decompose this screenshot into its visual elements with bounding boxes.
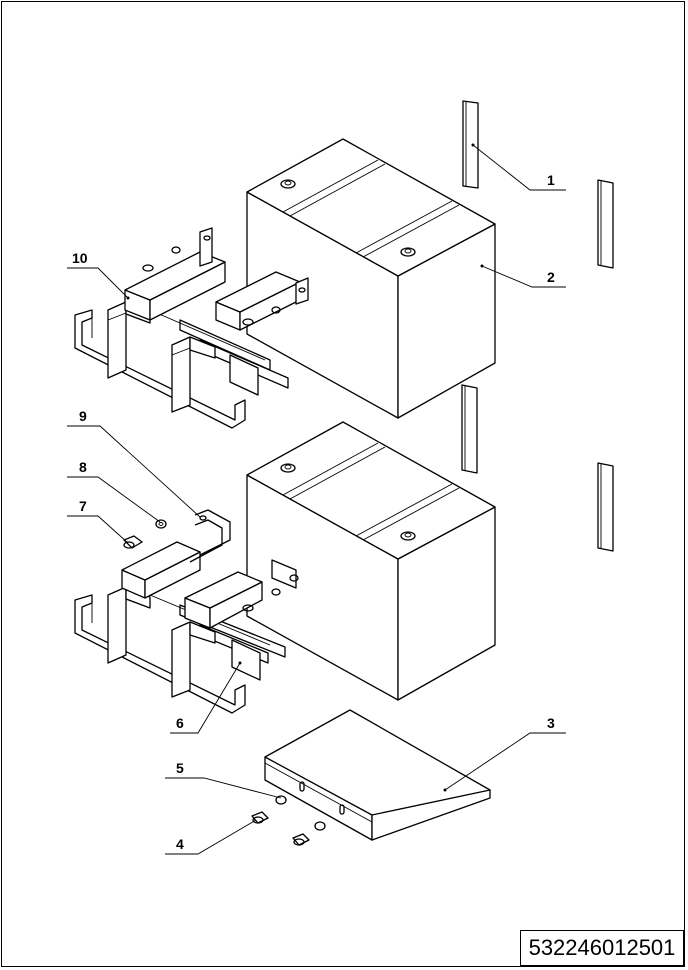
leader-dots	[126, 143, 484, 792]
callout-2: 2	[547, 269, 555, 285]
document-number-box: 532246012501	[520, 930, 684, 966]
callout-1: 1	[547, 172, 555, 188]
callout-4: 4	[176, 836, 184, 852]
battery-lower	[246, 421, 496, 701]
callout-6: 6	[176, 715, 184, 731]
callout-9: 9	[79, 408, 87, 424]
callout-10: 10	[72, 250, 88, 266]
leader-lines	[67, 144, 566, 855]
callout-7: 7	[79, 498, 87, 514]
callout-3: 3	[547, 715, 555, 731]
pad-strips	[461, 100, 614, 552]
document-number: 532246012501	[528, 935, 676, 960]
callout-8: 8	[79, 459, 87, 475]
callout-5: 5	[176, 760, 184, 776]
bracket-assembly-lower	[74, 509, 299, 714]
battery-upper	[246, 138, 496, 419]
base-plate	[251, 709, 491, 846]
bracket-assembly-upper	[74, 227, 309, 429]
